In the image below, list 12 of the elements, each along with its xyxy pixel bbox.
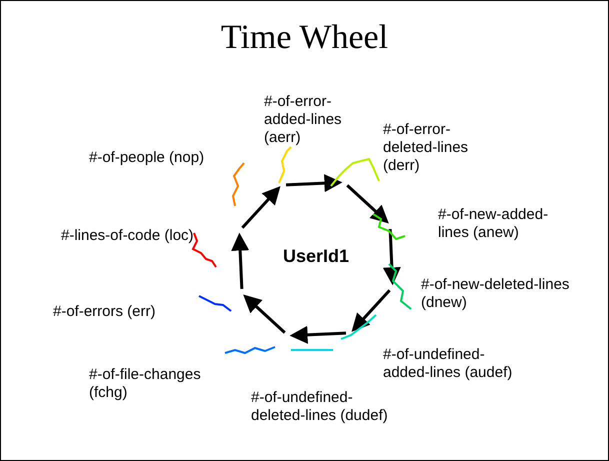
metric-label: #-of-file-changes (fchg)	[89, 366, 202, 402]
metric-label: #-of-error-deleted-lines (derr)	[383, 121, 470, 175]
metric-label: #-of-new-added-lines (anew)	[438, 206, 550, 242]
metric-label: #-of-people (nop)	[89, 149, 206, 167]
metric-label: #-of-errors (err)	[53, 303, 157, 321]
title: Time Wheel	[220, 19, 390, 57]
metric-label: #-of-error-added-lines (aerr)	[264, 93, 343, 147]
center-label: UserId1	[283, 247, 350, 265]
metric-label: #-lines-of-code (loc)	[61, 227, 195, 245]
metric-label: #-of-undefined-added-lines (audef)	[383, 346, 513, 382]
metric-label: #-of-undefined-deleted-lines (dudef)	[251, 389, 389, 425]
metric-label: #-of-new-deleted-lines (dnew)	[421, 276, 570, 312]
